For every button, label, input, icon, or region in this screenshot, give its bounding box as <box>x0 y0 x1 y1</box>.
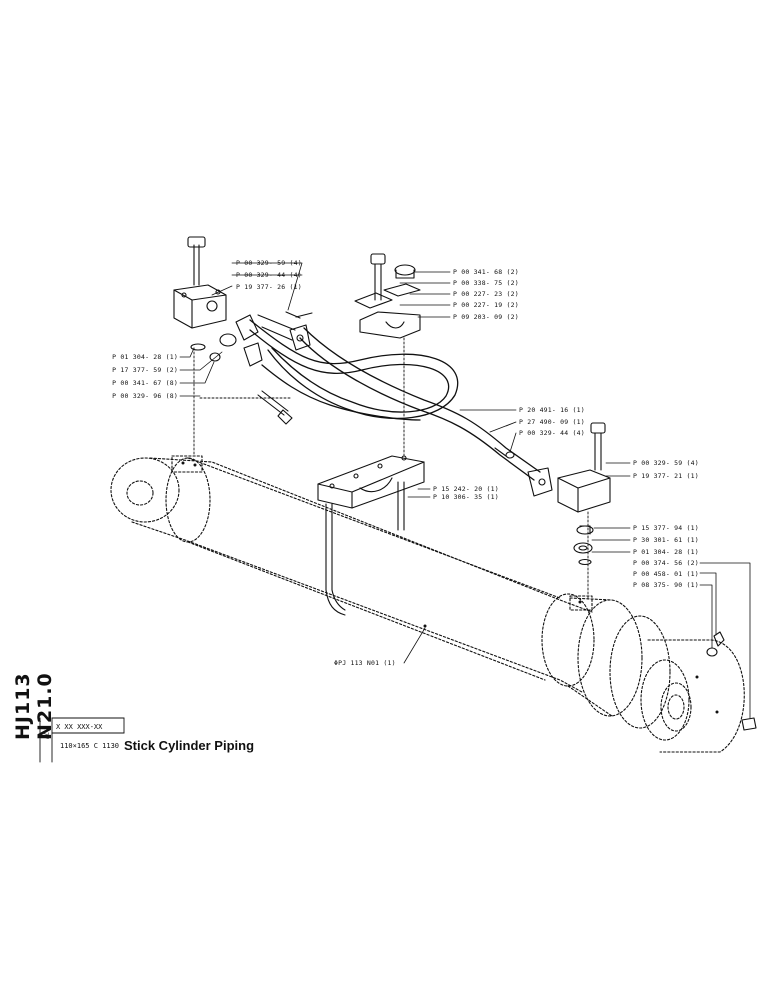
port-holes <box>181 461 719 714</box>
part-label: P 00 329- 44 (4) <box>519 429 585 437</box>
lower-pipe-clamp <box>317 455 425 616</box>
title-block-code: 110×165 C 1130 <box>60 742 120 750</box>
right-washer-stack <box>573 525 757 731</box>
part-label: P 00 329- 96 (8) <box>112 392 178 400</box>
part-label: P 20 491- 16 (1) <box>519 406 585 414</box>
part-label: P 15 242- 20 (1) <box>433 485 499 493</box>
part-label: P 01 304- 28 (1) <box>633 548 699 556</box>
stick-cylinder <box>110 455 745 753</box>
drawing-date: 1-77 <box>42 726 49 740</box>
long-bolts <box>257 390 293 425</box>
part-label: P 00 329- 59 (4) <box>633 459 699 467</box>
part-label: P 00 341- 67 (8) <box>112 379 178 387</box>
title-block-pattern: X XX XXX-XX <box>56 723 103 731</box>
part-label: P 30 301- 61 (1) <box>633 536 699 544</box>
drawing-number: HJ113 N21.0 <box>12 672 56 740</box>
part-label: P 00 329- 44 (4) <box>236 271 302 279</box>
part-label: P 19 377- 26 (1) <box>236 283 302 291</box>
part-label: P 00 458- 01 (1) <box>633 570 699 578</box>
leader-lines <box>179 262 751 719</box>
part-label: P 09 203- 09 (2) <box>453 313 519 321</box>
part-label: P 00 341- 68 (2) <box>453 268 519 276</box>
pipe-runs <box>249 319 541 481</box>
flange-fittings <box>209 311 313 367</box>
part-label: P 01 304- 28 (1) <box>112 353 178 361</box>
part-label: P 27 490- 09 (1) <box>519 418 585 426</box>
part-label: P 00 227- 23 (2) <box>453 290 519 298</box>
left-valve-block <box>173 236 227 351</box>
dashed-leaders <box>193 337 589 601</box>
part-label: P 00 227- 19 (2) <box>453 301 519 309</box>
part-label: P 10 306- 35 (1) <box>433 493 499 501</box>
part-label: P 08 375- 90 (1) <box>633 581 699 589</box>
part-label: P 00 338- 75 (2) <box>453 279 519 287</box>
right-valve-block <box>557 422 611 513</box>
title-block-frame <box>39 717 125 763</box>
part-label: P 19 377- 21 (1) <box>633 472 699 480</box>
part-label: P 17 377- 59 (2) <box>112 366 178 374</box>
drawing-title: Stick Cylinder Piping <box>124 738 255 753</box>
upper-pipe-clamp <box>354 253 421 339</box>
part-label: P 00 374- 56 (2) <box>633 559 699 567</box>
part-label: P 15 377- 94 (1) <box>633 524 699 532</box>
part-label: P 00 329- 59 (4) <box>236 259 302 267</box>
part-label: ΦPJ 113 N01 (1) <box>334 659 396 667</box>
